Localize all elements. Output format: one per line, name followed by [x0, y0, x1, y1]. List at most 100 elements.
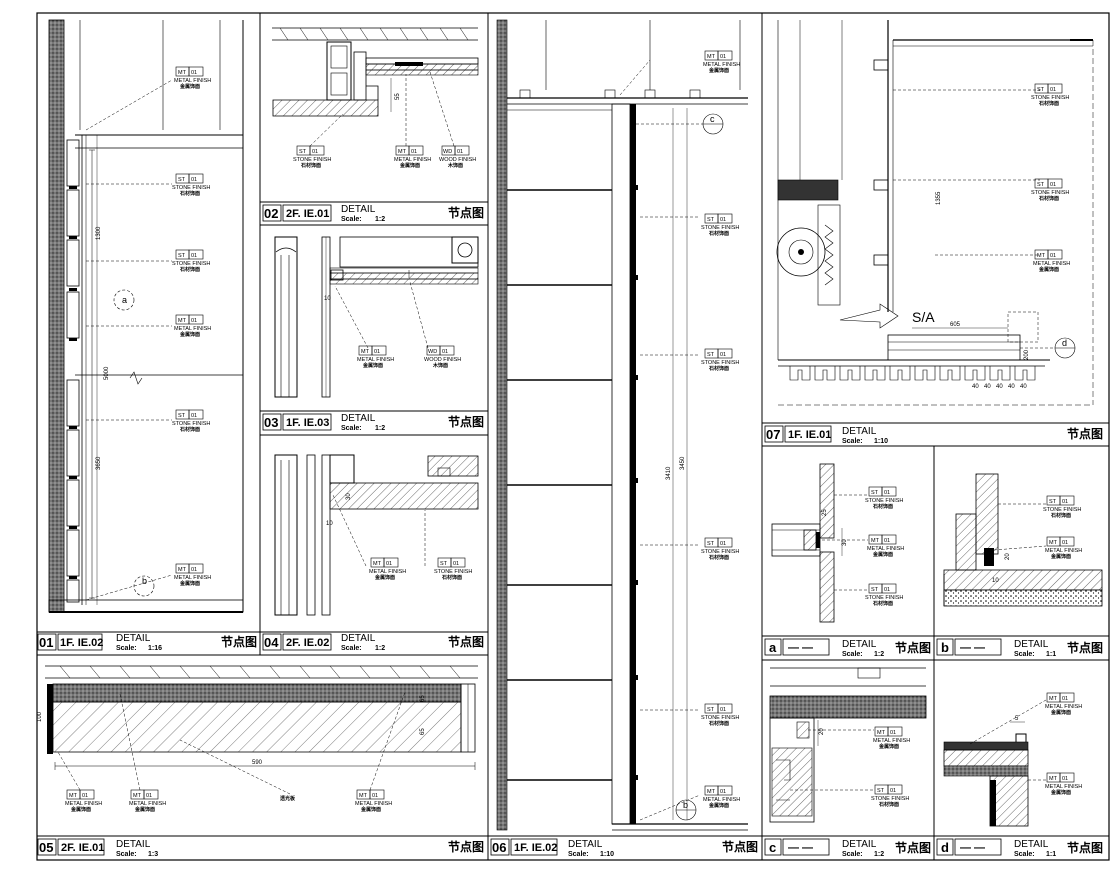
tag-st-06b: ST 01 STONE FINISH 石材饰面: [701, 348, 739, 372]
title-block-scale: 1:10: [874, 438, 888, 445]
tag-mt-04: MT 01 METAL FINISH 金属饰面: [369, 557, 406, 581]
tag-en: METAL FINISH: [355, 801, 392, 807]
dimension-label: 10: [992, 578, 999, 584]
title-block-cn: 节点图: [722, 839, 758, 854]
tag-code: MT: [178, 567, 187, 573]
sheet-frame: [36, 12, 1110, 861]
title-block-number: 06: [492, 840, 506, 855]
tag-code: ST: [871, 490, 879, 496]
title-block-scale: 1:2: [375, 645, 385, 652]
title-block-scale: 1:1: [1046, 851, 1056, 858]
tag-code: MT: [707, 789, 716, 795]
title-block-scale: 1:2: [874, 651, 884, 658]
tag-code: WD: [428, 349, 437, 355]
title-block-number: 01: [39, 635, 53, 650]
tag-en: STONE FINISH: [293, 157, 331, 163]
title-block-04: 04 2F. IE.02 DETAIL Scale: 1:2 节点图: [260, 631, 488, 652]
tag-num: 01: [191, 413, 197, 419]
tag-num: 01: [453, 561, 459, 567]
tag-code: ST: [707, 707, 715, 713]
tag-en: METAL FINISH: [174, 326, 211, 332]
tag-code: MT: [133, 793, 142, 799]
callout-letter: b: [142, 576, 147, 586]
tag-cn: 金属饰面: [708, 67, 729, 74]
tag-num: 01: [890, 730, 896, 736]
tag-cn: 石材饰面: [1038, 100, 1059, 107]
tag-code: ST: [707, 352, 715, 358]
tag-num: 01: [720, 541, 726, 547]
tag-mt-06a: MT 01 METAL FINISH 金属饰面: [703, 50, 740, 74]
dimension-label: 590: [252, 760, 263, 766]
tag-num: 01: [884, 587, 890, 593]
dimension-label: 40: [996, 384, 1003, 390]
tag-num: 01: [884, 490, 890, 496]
tag-num: 01: [146, 793, 152, 799]
title-block-cn: 节点图: [895, 640, 931, 655]
title-block-code: — —: [960, 842, 985, 854]
tag-mt-02: MT 01 METAL FINISH 金属饰面: [394, 145, 431, 169]
title-block-a: a — — DETAIL Scale: 1:2 节点图: [762, 635, 934, 658]
tag-mt-03: MT 01 METAL FINISH 金属饰面: [357, 345, 394, 369]
title-block-scale-label: Scale:: [341, 425, 362, 432]
title-block-number: 02: [264, 206, 278, 221]
title-block-detail: DETAIL: [116, 633, 151, 644]
dimension-label: 200: [1024, 349, 1030, 360]
title-block-cn: 节点图: [895, 840, 931, 855]
tag-st-02: ST 01 STONE FINISH 石材饰面: [293, 145, 331, 169]
tag-code: MT: [178, 70, 187, 76]
title-block-02: 02 2F. IE.01 DETAIL Scale: 1:2 节点图: [260, 201, 488, 223]
tag-st-07a: ST 01 STONE FINISH 石材饰面: [1031, 83, 1069, 107]
title-block-detail: DETAIL: [116, 839, 151, 850]
title-block-code: 2F. IE.02: [286, 637, 329, 649]
tag-cn: 金属饰面: [872, 551, 893, 558]
tag-en: METAL FINISH: [129, 801, 166, 807]
title-block-scale-label: Scale:: [842, 851, 863, 858]
detail-a-drawing: 25 30: [771, 463, 868, 623]
tag-en: METAL FINISH: [1045, 548, 1082, 554]
detail-c-drawing: 20: [769, 667, 927, 823]
tag-code: MT: [178, 318, 187, 324]
title-block-cn: 节点图: [448, 634, 484, 649]
tag-code: MT: [359, 793, 368, 799]
tag-cn: 石材饰面: [179, 426, 200, 433]
tag-num: 01: [720, 217, 726, 223]
title-block-scale-label: Scale:: [842, 438, 863, 445]
tag-cn: 石材饰面: [708, 554, 729, 561]
title-block-code: — —: [960, 642, 985, 654]
dimension-label: 30: [346, 493, 352, 500]
tag-code: MT: [1049, 776, 1058, 782]
tag-cn: 金属饰面: [1050, 789, 1071, 796]
title-block-scale-label: Scale:: [341, 216, 362, 223]
tag-mt-db: MT 01 METAL FINISH 金属饰面: [1045, 772, 1082, 796]
dimension-label: 65: [420, 695, 426, 702]
dimension-label: 65: [420, 728, 426, 735]
title-block-detail: DETAIL: [842, 839, 877, 850]
title-block-number: 04: [264, 635, 279, 650]
tag-cn: 石材饰面: [872, 503, 893, 510]
tag-num: 01: [312, 149, 318, 155]
tag-en: STONE FINISH: [871, 796, 909, 802]
tag-code: MT: [398, 149, 407, 155]
dimension-label: 100: [37, 711, 43, 722]
title-block-number: b: [941, 640, 949, 655]
tag-num: 01: [442, 349, 448, 355]
dimension-label: 30: [842, 539, 848, 546]
dimension-label: 40: [984, 384, 991, 390]
tag-num: 01: [1050, 87, 1056, 93]
tag-cn: 木饰面: [447, 162, 463, 169]
tag-cn: 石材饰面: [441, 574, 462, 581]
tag-st-01b: ST 01 STONE FINISH 石材饰面: [172, 249, 210, 273]
tag-cn: 金属饰面: [1050, 553, 1071, 560]
title-block-code: 1F. IE.01: [788, 429, 831, 441]
tag-en: STONE FINISH: [865, 595, 903, 601]
dimension-label: 1300: [96, 226, 102, 240]
title-block-cn: 节点图: [1067, 426, 1103, 441]
tag-en: STONE FINISH: [1031, 95, 1069, 101]
detail-02-drawing: 55: [272, 27, 479, 147]
title-block-scale-label: Scale:: [341, 645, 362, 652]
tag-cn: 金属饰面: [179, 580, 200, 587]
tag-mt-06b: MT 01 METAL FINISH 金属饰面: [703, 785, 740, 809]
tag-mt-01b: MT 01 METAL FINISH 金属饰面: [174, 314, 211, 338]
tag-cn: 石材饰面: [708, 365, 729, 372]
title-block-cn: 节点图: [1067, 840, 1103, 855]
